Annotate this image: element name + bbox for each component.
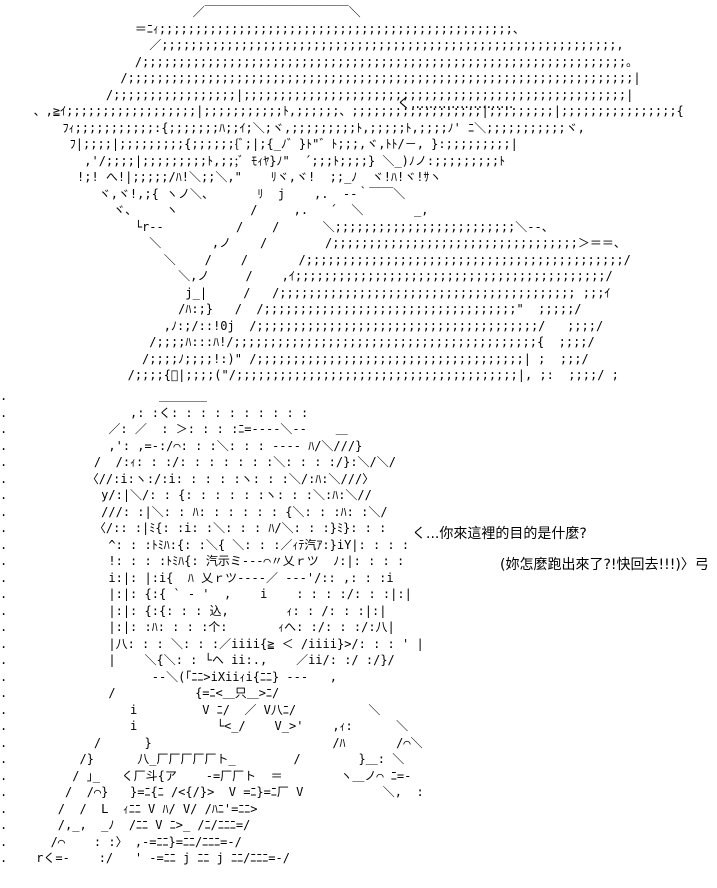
ascii-art-character-bottom: . ＿＿＿＿ . ,: :く: : : : : : : : : : . ／: ／… — [0, 389, 424, 865]
ascii-art-character-top: ／￣￣￣￣￣￣￣￣￣￣￣￣＼ ＝ﾆｨ;;;;;;;;;;;;;;;;;;;;;;… — [33, 5, 684, 382]
speech-line-ellipsis: く....................... — [397, 96, 514, 112]
speech-line-inner-thought: (妳怎麼跑出來了?!快回去!!!)〉弓 — [500, 557, 709, 573]
speech-line-question: く...你來這裡的目的是什麼? — [412, 526, 587, 542]
